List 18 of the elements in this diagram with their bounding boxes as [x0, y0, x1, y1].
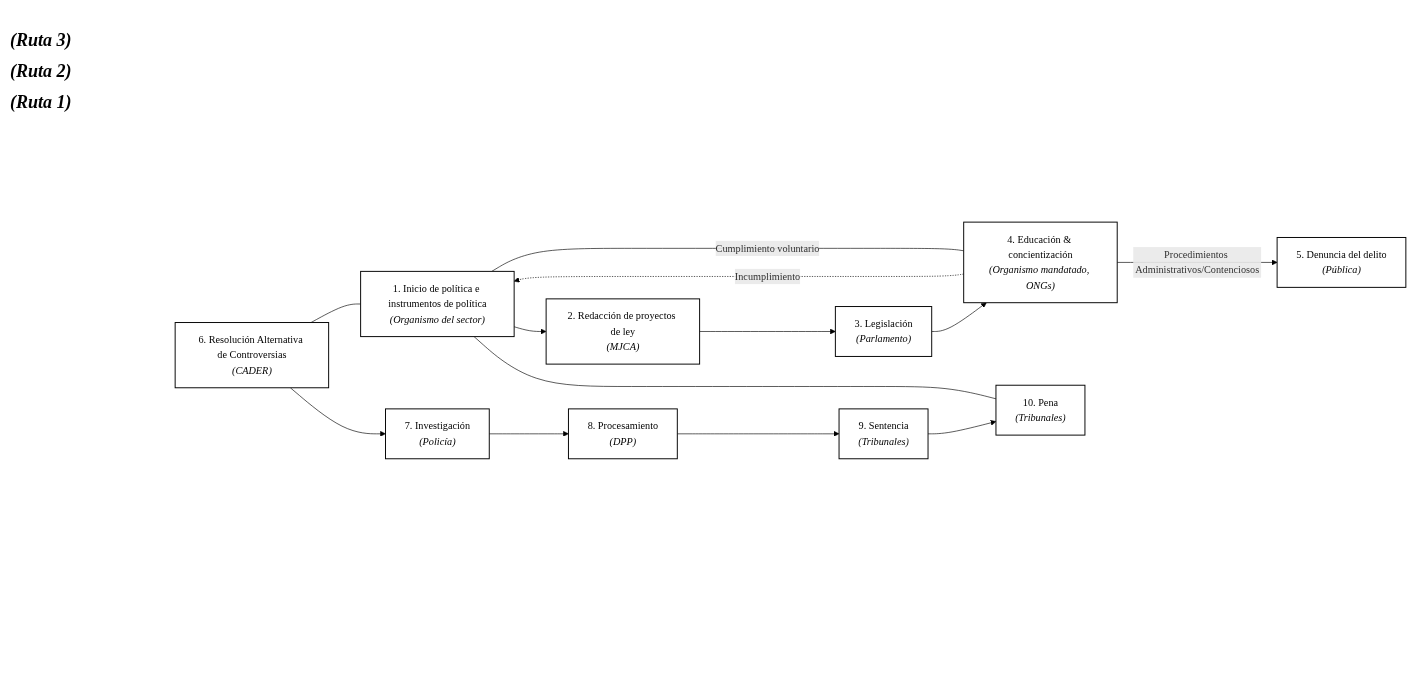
edge-label: Cumplimiento voluntario [715, 242, 820, 254]
route-label: (Ruta 3) [10, 30, 73, 51]
connector [310, 303, 361, 323]
connector [473, 336, 997, 400]
node-box: 7. Investigación (Policía) [385, 408, 490, 460]
edge-label: Procedimientos Administrativos/Contenciosos [1135, 249, 1260, 276]
route-label: (Ruta 1) [10, 92, 73, 113]
node-box: 9. Sentencia (Tribunales) [838, 408, 929, 460]
node-box: 4. Educación & concientización (Organismo mandatado, ONGs) [963, 221, 1118, 304]
node-box: 8. Procesamiento (DPP) [567, 408, 678, 460]
node-box: 2. Redacción de proyectos de ley (MJCA) [545, 298, 701, 365]
node-box: 10. Pena (Tribunales) [995, 384, 1086, 436]
node-box: 5. Denuncia del delito (Pública) [1276, 237, 1407, 288]
node-box: 3. Legislación (Parlamento) [834, 306, 933, 357]
edge-label: Incumplimiento [734, 270, 801, 282]
node-box: 6. Resolución Alternativa de Controversias (CADER) [174, 322, 330, 389]
node-box: 1. Inicio de política e instrumentos de política (Organismo del sector) [360, 270, 515, 338]
route-label: (Ruta 2) [10, 61, 73, 82]
